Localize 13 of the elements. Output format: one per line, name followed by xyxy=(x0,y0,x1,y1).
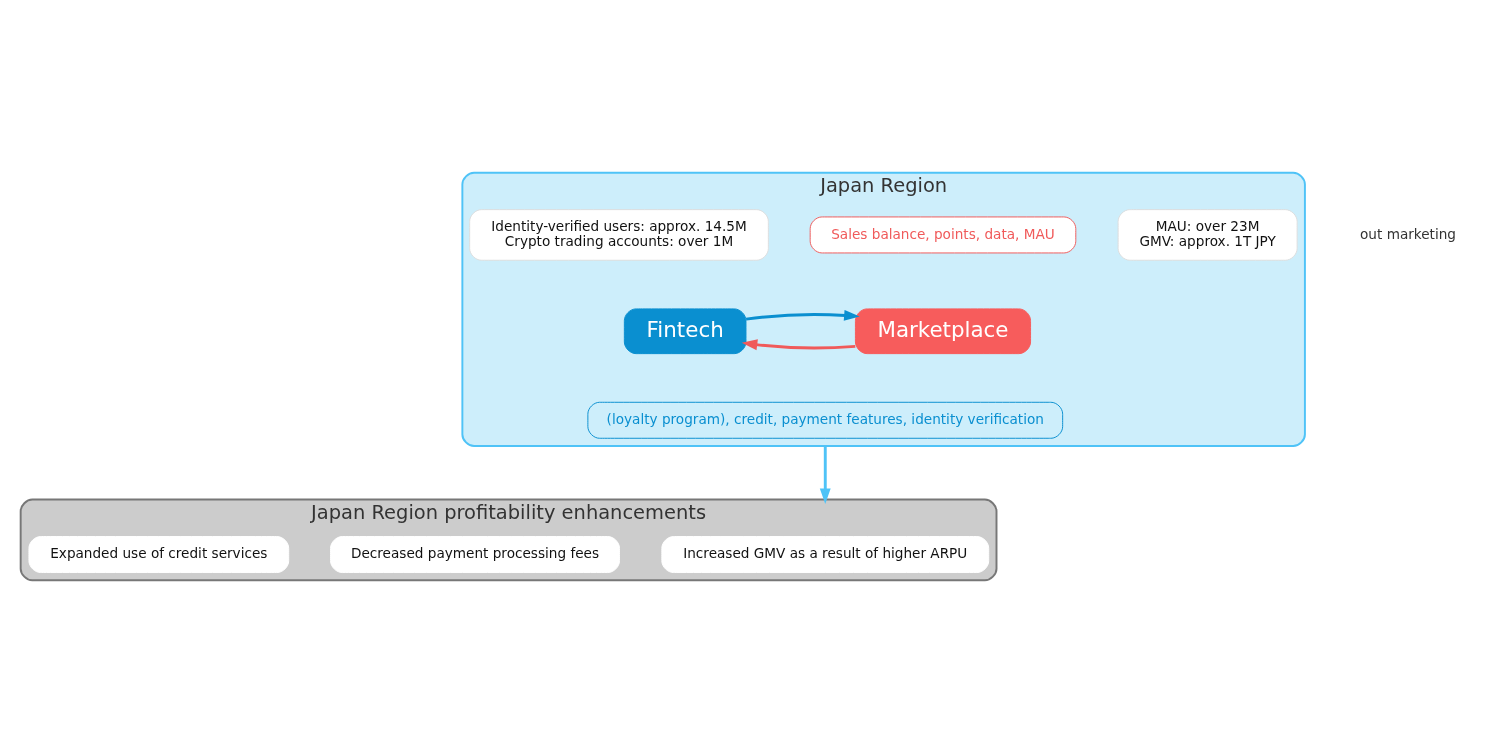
node-box: Fintech xyxy=(623,307,747,354)
arrow xyxy=(741,338,856,350)
node-box: Expanded use of credit services xyxy=(28,535,290,573)
arrow xyxy=(745,309,860,321)
node-box: Decreased payment processing fees xyxy=(330,535,620,573)
label: out marketing xyxy=(1360,225,1457,242)
node-box: Marketplace xyxy=(854,307,1032,354)
arrow xyxy=(819,445,831,504)
node-box: MAU: over 23M GMV: approx. 1T JPY xyxy=(1117,208,1298,261)
node-box: Identity-verified users: approx. 14.5M Crypto trading accounts: over 1M xyxy=(469,208,769,261)
node-box: Sales balance, points, data, MAU xyxy=(809,215,1077,253)
node-box: Increased GMV as a result of higher ARPU xyxy=(661,535,990,573)
node-box: (loyalty program), credit, payment features, identity verification xyxy=(587,401,1064,439)
